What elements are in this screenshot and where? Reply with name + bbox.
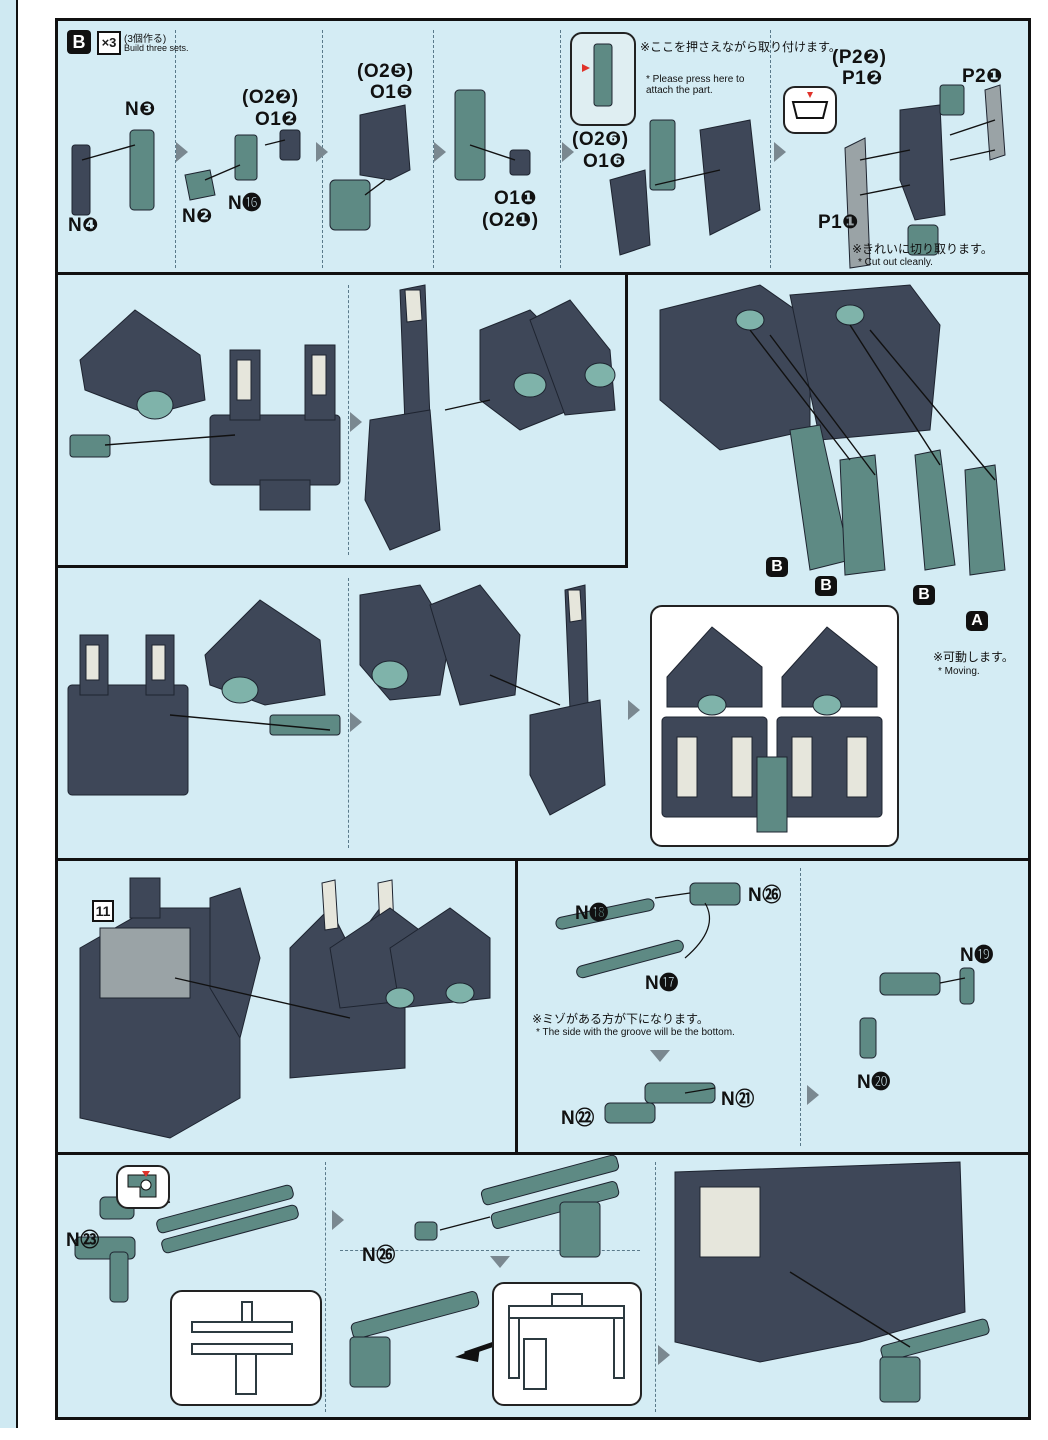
next-step-arrow (332, 1210, 344, 1230)
variant-badge-b: B (766, 557, 788, 577)
row-divider-2a (55, 565, 628, 568)
moving-note-jp: ※可動します。 (933, 650, 1014, 664)
groove-note-en: * The side with the groove will be the b… (536, 1027, 735, 1038)
part-label-n17: N⓱ (645, 973, 679, 994)
step-letter-badge: B (67, 30, 91, 54)
press-note-en: * Please press here to attach the part. (646, 74, 745, 96)
part-label-o16: O1❻ (583, 151, 626, 172)
row4-mount-illustration (79, 877, 491, 1139)
next-step-arrow (434, 142, 446, 162)
part-label-n21: N㉑ (721, 1089, 755, 1110)
handle-diagram-inset-2 (492, 1282, 642, 1406)
moving-note-en: * Moving. (938, 666, 980, 677)
part-label-p21: P2❶ (962, 66, 1003, 87)
variant-badge-a: A (966, 611, 988, 631)
part-label-n4: N❹ (68, 215, 99, 236)
down-arrow (490, 1256, 510, 1268)
sub-step-divider (340, 1250, 640, 1251)
next-step-arrow (350, 712, 362, 732)
step-divider (770, 30, 771, 268)
row-divider-1 (55, 272, 1031, 275)
part-label-n26-row5: N㉖ (362, 1245, 396, 1266)
multiplier-badge: ×3 (97, 31, 121, 55)
step-divider (800, 868, 801, 1146)
row4-parts-illustration (555, 882, 975, 1124)
row3-assembly-illustration (67, 584, 606, 816)
row-divider-3 (55, 858, 1031, 861)
part-label-p12: P1❷ (842, 68, 883, 89)
part-label-n19: N⓳ (960, 945, 994, 966)
completed-assembly-inset (650, 605, 899, 847)
col-divider-row4 (515, 858, 518, 1154)
header-note-jp: (3個作る) (124, 34, 167, 45)
part-label-n23: N㉓ (66, 1230, 100, 1251)
header-note-en: Build three sets. (124, 43, 189, 53)
next-step-arrow (628, 700, 640, 720)
step-divider (560, 30, 561, 268)
part-label-n18: N⓲ (575, 903, 609, 924)
row-divider-4 (55, 1152, 1031, 1155)
part-label-o12: O1❷ (255, 109, 298, 130)
step-divider (348, 578, 349, 848)
part-label-p11: P1❶ (818, 212, 859, 233)
cut-note-jp: ※きれいに切り取ります。 (852, 242, 993, 256)
cut-detail-inset (783, 86, 837, 134)
variant-badge-b: B (815, 576, 837, 596)
groove-note-jp: ※ミゾがある方が下になります。 (532, 1012, 709, 1026)
col-divider-row2 (625, 272, 628, 568)
part-label-o21: (O2❶) (482, 210, 539, 231)
next-step-arrow (658, 1345, 670, 1365)
part-label-o15: O1❺ (370, 82, 413, 103)
step-divider (348, 285, 349, 555)
part-label-o22: (O2❷) (242, 87, 299, 108)
handle-diagram-inset-1 (170, 1290, 322, 1406)
part-label-n16: N⓰ (228, 193, 262, 214)
down-arrow (650, 1050, 670, 1062)
part-label-n2: N❷ (182, 206, 213, 227)
part-label-n26: N㉖ (748, 885, 782, 906)
step-divider (433, 30, 434, 268)
row2-assembly-illustration (69, 284, 1006, 576)
part-label-o26: (O2❻) (572, 129, 629, 150)
next-step-arrow (350, 412, 362, 432)
step-divider (325, 1162, 326, 1412)
cut-note-en: * Cut out cleanly. (858, 257, 933, 268)
next-step-arrow (316, 142, 328, 162)
row1-parts-illustration (71, 84, 1006, 269)
part-label-o25: (O2❺) (357, 61, 414, 82)
next-step-arrow (176, 142, 188, 162)
part-label-n22: N㉒ (561, 1108, 595, 1129)
next-step-arrow (807, 1085, 819, 1105)
next-step-arrow (774, 142, 786, 162)
step-divider (175, 30, 176, 268)
part-label-o11: O1❶ (494, 188, 537, 209)
part-label-p22: (P2❷) (832, 47, 887, 68)
reference-step-number: 11 (92, 900, 114, 922)
row5-assembly-illustration (74, 1154, 990, 1403)
press-note-jp: ※ここを押さえながら取り付けます。 (640, 40, 841, 54)
part-label-n20: N⓴ (857, 1072, 891, 1093)
next-step-arrow (562, 142, 574, 162)
step-divider (655, 1162, 656, 1412)
variant-badge-b: B (913, 585, 935, 605)
part-orientation-callout (116, 1165, 170, 1209)
press-point-inset (570, 32, 636, 126)
part-label-n3: N❸ (125, 99, 156, 120)
adjacent-page-edge (0, 0, 18, 1428)
